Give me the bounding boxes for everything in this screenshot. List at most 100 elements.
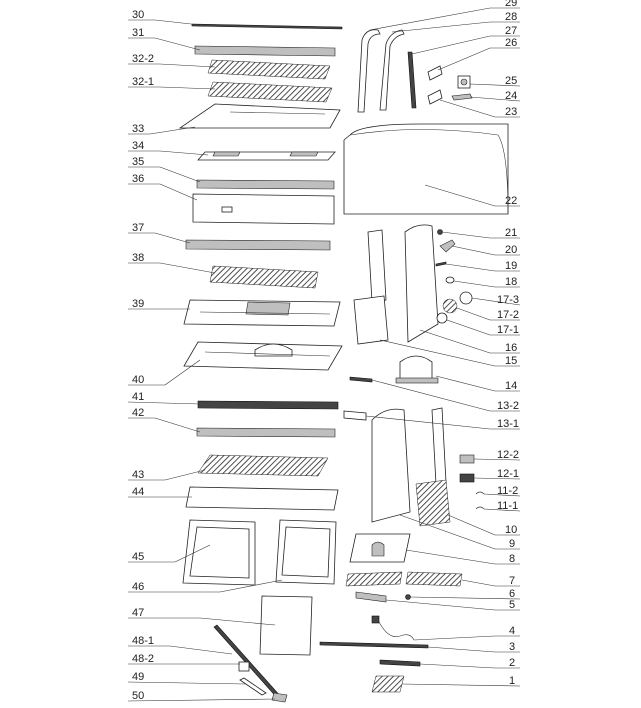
label-39: 39 bbox=[132, 298, 144, 310]
part-24-drawing bbox=[451, 93, 473, 101]
callout-15: 15 bbox=[379, 339, 520, 367]
part-31-drawing bbox=[194, 45, 336, 57]
callout-7: 7 bbox=[461, 575, 520, 587]
label-18: 18 bbox=[505, 276, 517, 288]
callout-45: 45 bbox=[128, 544, 211, 563]
label-10: 10 bbox=[505, 524, 517, 536]
label-12-1: 12-1 bbox=[497, 468, 519, 480]
label-33: 33 bbox=[132, 123, 144, 135]
part-14-drawing bbox=[395, 355, 439, 384]
part-35-drawing bbox=[196, 179, 335, 190]
part-6-drawing bbox=[405, 594, 411, 600]
part-29-drawing bbox=[357, 29, 381, 113]
callout-17-2: 17-2 bbox=[456, 307, 520, 321]
label-41: 41 bbox=[132, 391, 144, 403]
label-20: 20 bbox=[505, 244, 517, 256]
label-11-1: 11-1 bbox=[497, 500, 518, 512]
callout-8: 8 bbox=[405, 549, 520, 565]
callout-17-1: 17-1 bbox=[446, 319, 520, 336]
part-3-drawing bbox=[319, 641, 429, 649]
callout-24: 24 bbox=[469, 90, 521, 102]
part-12-1-drawing bbox=[459, 473, 475, 483]
label-26: 26 bbox=[505, 37, 517, 49]
callout-30: 30 bbox=[128, 9, 201, 26]
callout-22: 22 bbox=[424, 184, 520, 207]
part-26-drawing bbox=[427, 65, 443, 81]
label-48-1: 48-1 bbox=[132, 635, 154, 647]
label-13-1: 13-1 bbox=[497, 418, 519, 430]
label-17-1: 17-1 bbox=[497, 324, 519, 336]
left-callouts: 30 31 32-2 32-1 33 34 35 36 37 38 39 40 … bbox=[127, 9, 283, 702]
callout-4: 4 bbox=[413, 625, 520, 641]
part-48-2-drawing bbox=[238, 661, 250, 672]
label-2: 2 bbox=[509, 657, 515, 669]
part-32-1-drawing bbox=[207, 81, 333, 103]
part-18-drawing bbox=[445, 276, 455, 284]
label-6: 6 bbox=[509, 588, 515, 600]
part-49-drawing bbox=[239, 677, 267, 696]
callout-27: 27 bbox=[411, 25, 520, 55]
label-19: 19 bbox=[505, 260, 517, 272]
callout-13-1: 13-1 bbox=[365, 415, 520, 430]
label-31: 31 bbox=[132, 27, 144, 39]
label-5: 5 bbox=[509, 599, 515, 611]
label-40: 40 bbox=[132, 374, 144, 386]
label-14: 14 bbox=[505, 380, 517, 392]
callout-23: 23 bbox=[439, 99, 520, 118]
part-32-2-drawing bbox=[207, 59, 331, 80]
callout-26: 26 bbox=[437, 37, 520, 71]
part-19-drawing bbox=[435, 261, 447, 267]
label-27: 27 bbox=[505, 25, 517, 37]
label-42: 42 bbox=[132, 407, 144, 419]
label-15: 15 bbox=[505, 355, 517, 367]
label-35: 35 bbox=[132, 156, 144, 168]
label-43: 43 bbox=[132, 469, 144, 481]
callout-35: 35 bbox=[128, 156, 201, 183]
label-29: 29 bbox=[505, 0, 517, 9]
part-5-drawing bbox=[355, 591, 387, 603]
callout-28: 28 bbox=[391, 11, 520, 33]
label-24: 24 bbox=[505, 90, 517, 102]
part-22-drawing bbox=[343, 123, 509, 215]
label-46: 46 bbox=[132, 581, 144, 593]
callout-12-2: 12-2 bbox=[473, 449, 521, 461]
part-16-drawing bbox=[404, 224, 439, 343]
callout-1: 1 bbox=[401, 675, 521, 687]
part-15-drawing bbox=[353, 229, 389, 345]
part-36-drawing bbox=[192, 193, 335, 225]
label-1: 1 bbox=[509, 675, 515, 687]
callout-9: 9 bbox=[399, 514, 520, 550]
callout-18: 18 bbox=[453, 276, 520, 288]
part-4-drawing bbox=[371, 615, 415, 641]
label-37: 37 bbox=[132, 222, 144, 234]
label-36: 36 bbox=[132, 173, 144, 185]
part-11-1-drawing bbox=[475, 506, 485, 510]
part-9-drawing bbox=[371, 408, 411, 523]
label-44: 44 bbox=[132, 486, 144, 498]
callout-48-2: 48-2 bbox=[128, 653, 240, 665]
callout-39: 39 bbox=[128, 298, 190, 310]
part-1-drawing bbox=[371, 675, 405, 693]
callout-13-2: 13-2 bbox=[371, 379, 520, 412]
callout-48-1: 48-1 bbox=[128, 635, 233, 655]
callout-2: 2 bbox=[419, 657, 520, 669]
callout-12-1: 12-1 bbox=[473, 468, 521, 480]
part-28-drawing bbox=[379, 29, 405, 111]
callout-50: 50 bbox=[127, 690, 276, 702]
part-45-drawing bbox=[182, 519, 256, 586]
part-47-drawing bbox=[259, 595, 313, 656]
label-8: 8 bbox=[509, 553, 515, 565]
label-3: 3 bbox=[509, 641, 515, 653]
label-9: 9 bbox=[509, 538, 515, 550]
callout-21: 21 bbox=[441, 227, 520, 239]
part-20-drawing bbox=[439, 239, 456, 253]
label-21: 21 bbox=[505, 227, 517, 239]
label-50: 50 bbox=[132, 690, 144, 702]
part-13-1-drawing bbox=[343, 410, 367, 421]
part-17-1-drawing bbox=[436, 312, 448, 324]
callout-31: 31 bbox=[128, 27, 201, 51]
part-33-drawing bbox=[178, 103, 341, 129]
callout-14: 14 bbox=[435, 375, 520, 392]
callout-10: 10 bbox=[447, 514, 520, 536]
